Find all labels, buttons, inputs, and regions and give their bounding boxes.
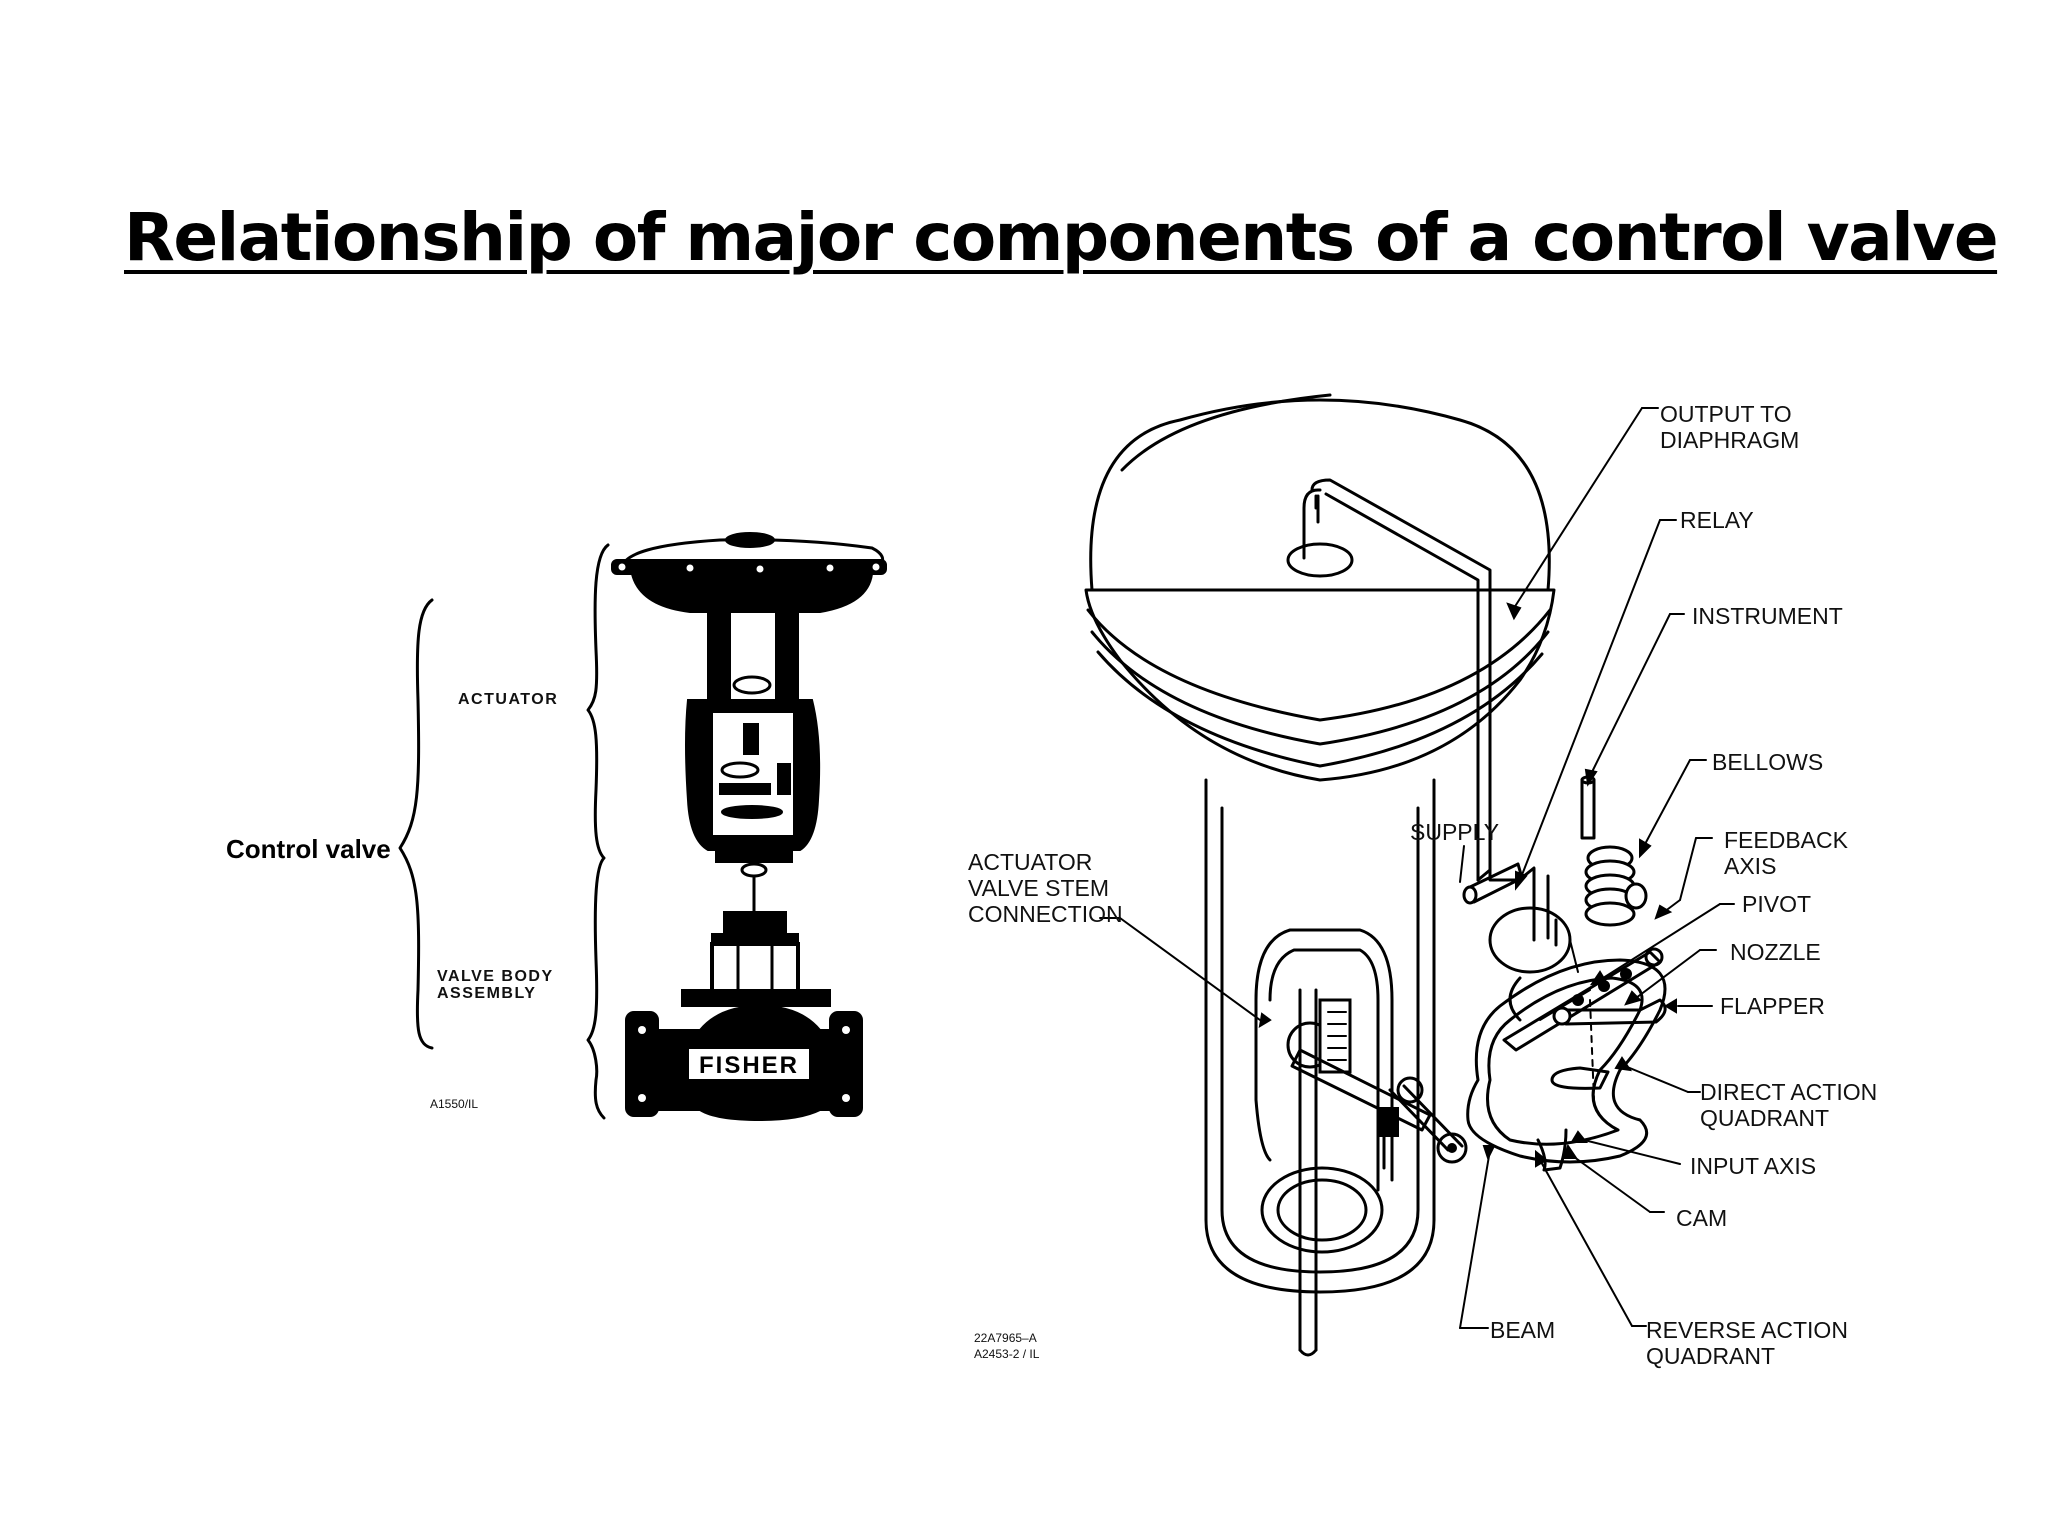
label-reverse-1: REVERSE ACTION: [1646, 1317, 1848, 1343]
beam-linkage: [1290, 1048, 1468, 1170]
label-supply: SUPPLY: [1410, 819, 1499, 845]
output-tube: [1286, 478, 1522, 882]
label-input-axis: INPUT AXIS: [1690, 1153, 1816, 1179]
component-brace: [586, 543, 610, 1120]
label-cam: CAM: [1676, 1205, 1727, 1231]
positioner-mechanism: [1466, 906, 1667, 1172]
label-pivot: PIVOT: [1742, 891, 1811, 917]
right-drawing-code-2: A2453-2 / IL: [974, 1347, 1040, 1361]
label-actuator-2: VALVE STEM: [968, 875, 1109, 901]
diaphragm-casing: [611, 532, 887, 613]
right-drawing-code-1: 22A7965–A: [974, 1331, 1037, 1345]
label-output-1: OUTPUT TO: [1660, 401, 1792, 427]
label-flapper: FLAPPER: [1720, 993, 1825, 1019]
bellows-assembly: [1580, 775, 1648, 927]
label-beam: BEAM: [1490, 1317, 1555, 1343]
label-instrument: INSTRUMENT: [1692, 603, 1843, 629]
label-actuator-3: CONNECTION: [968, 901, 1123, 927]
label-actuator-1: ACTUATOR: [968, 849, 1092, 875]
label-reverse-2: QUADRANT: [1646, 1343, 1775, 1369]
control-valve-label: Control valve: [226, 834, 391, 864]
control-valve-illustration: Control valve ACTUATOR VALVE BODY ASSEMB…: [226, 532, 887, 1122]
actuator-dome: [1084, 393, 1556, 782]
arrowheads: [1258, 602, 1677, 1168]
label-feedback-1: FEEDBACK: [1724, 827, 1849, 853]
valve-body-label-1: VALVE BODY: [437, 968, 554, 985]
positioner-yoke: [1204, 778, 1436, 1357]
left-drawing-code: A1550/IL: [430, 1097, 478, 1111]
valve-body-label-2: ASSEMBLY: [437, 985, 536, 1002]
leader-lines: [1099, 407, 1735, 1329]
label-nozzle: NOZZLE: [1730, 939, 1821, 965]
control-valve-brace: [398, 598, 434, 1050]
label-output-2: DIAPHRAGM: [1660, 427, 1799, 453]
valve-stem-bonnet: [681, 851, 831, 1007]
actuator-label: ACTUATOR: [458, 691, 558, 708]
valve-body: FISHER: [625, 1004, 863, 1122]
fisher-lettering: FISHER: [699, 1052, 799, 1079]
label-direct-2: QUADRANT: [1700, 1105, 1829, 1131]
label-feedback-2: AXIS: [1724, 853, 1776, 879]
positioner-illustration: OUTPUT TO DIAPHRAGM RELAY INSTRUMENT BEL…: [968, 393, 1877, 1369]
label-relay: RELAY: [1680, 507, 1754, 533]
slide-title: Relationship of major components of a co…: [124, 199, 1999, 276]
actuator-yoke: [685, 611, 821, 851]
label-direct-1: DIRECT ACTION: [1700, 1079, 1877, 1105]
label-bellows: BELLOWS: [1712, 749, 1823, 775]
